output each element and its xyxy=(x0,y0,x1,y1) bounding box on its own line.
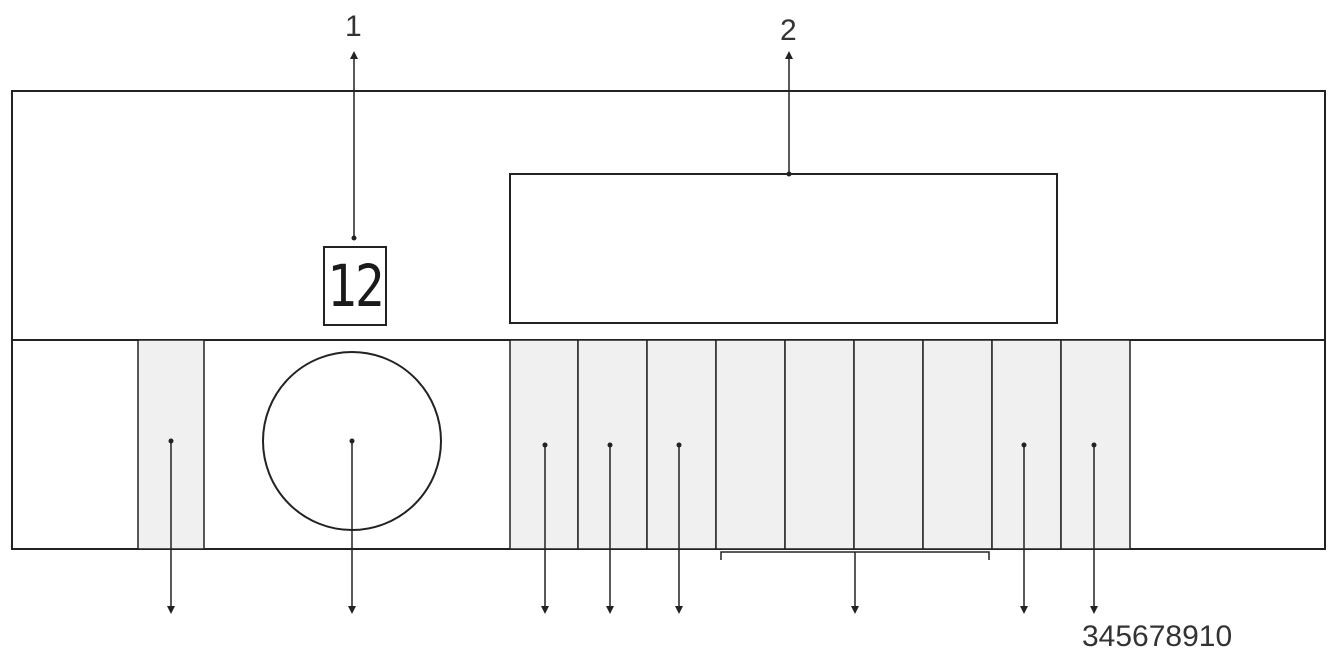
function-button-5[interactable] xyxy=(784,339,855,550)
leader-dot-3 xyxy=(168,438,174,444)
function-button-2[interactable] xyxy=(577,339,648,550)
leader-dot-1 xyxy=(351,235,357,241)
button-strip xyxy=(509,339,1131,550)
leader-dot-9 xyxy=(1021,442,1027,448)
bottom-leaders xyxy=(167,438,1098,614)
function-button-7[interactable] xyxy=(922,339,993,550)
function-button-4[interactable] xyxy=(715,339,786,550)
leader-dot-10 xyxy=(1091,442,1097,448)
callout-labels-bottom: 345678910 xyxy=(1082,620,1233,653)
leader-dot-6 xyxy=(607,442,613,448)
digit-display: 12 xyxy=(323,246,387,326)
function-button-6[interactable] xyxy=(853,339,924,550)
callout-label-1: 1 xyxy=(345,10,362,43)
digit-readout: 12 xyxy=(327,252,385,320)
main-display-window xyxy=(509,173,1058,324)
leader-dot-4 xyxy=(349,438,355,444)
leader-dot-2 xyxy=(786,171,792,177)
function-button-8[interactable] xyxy=(991,339,1062,550)
callout-label-2: 2 xyxy=(780,14,797,47)
leader-dot-5 xyxy=(542,442,548,448)
leader-dot-7 xyxy=(676,442,682,448)
function-button-3[interactable] xyxy=(646,339,717,550)
